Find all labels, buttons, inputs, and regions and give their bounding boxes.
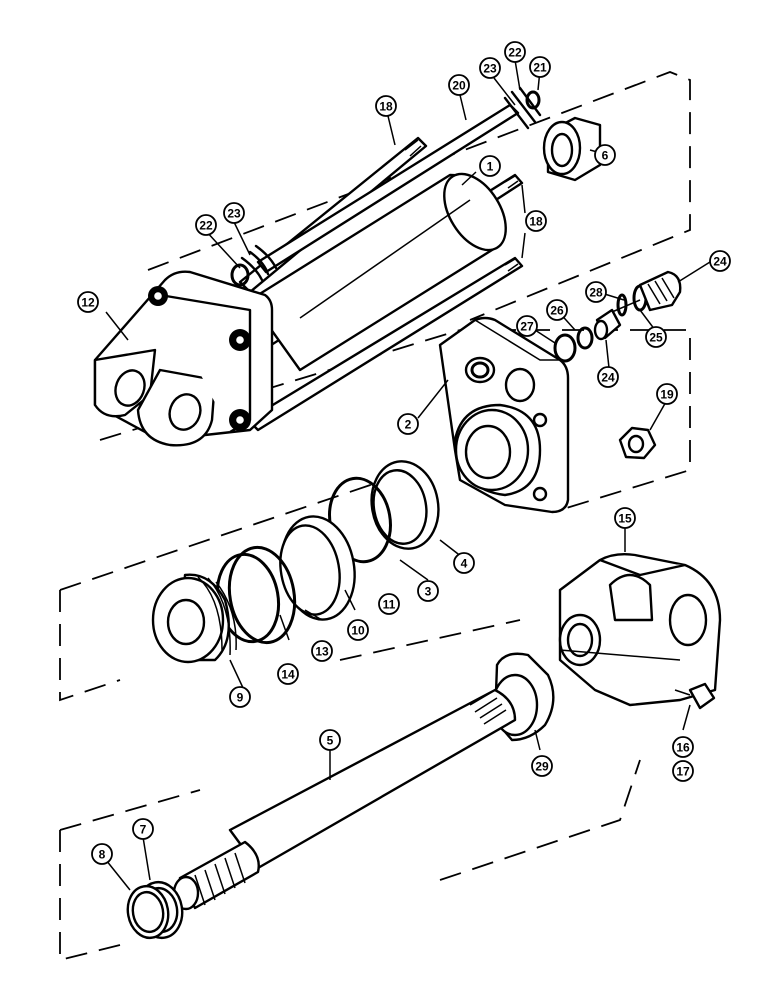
callout-label: 17 (676, 765, 690, 779)
callout-23: 23 (223, 202, 245, 224)
callout-12: 12 (77, 291, 99, 313)
callout-label: 20 (452, 79, 466, 93)
callout-label: 16 (676, 741, 690, 755)
callout-label: 7 (140, 823, 147, 837)
callout-2: 2 (397, 413, 419, 435)
callout-11: 11 (378, 593, 400, 615)
callout-6: 6 (594, 144, 616, 166)
callout-label: 13 (315, 645, 329, 659)
callout-label: 18 (379, 100, 393, 114)
stop-rod (230, 86, 542, 287)
callout-8: 8 (91, 843, 113, 865)
callout-label: 8 (99, 848, 106, 862)
callout-4: 4 (453, 552, 475, 574)
callout-13: 13 (311, 640, 333, 662)
callout-label: 12 (81, 296, 95, 310)
callout-label: 5 (327, 734, 334, 748)
callout-label: 15 (618, 512, 632, 526)
callout-label: 1 (487, 160, 494, 174)
callout-label: 2 (405, 418, 412, 432)
callout-26: 26 (546, 299, 568, 321)
grease-fitting (674, 682, 716, 710)
rear-end-cap (93, 270, 274, 447)
seals (215, 460, 440, 645)
callout-16: 16 (672, 736, 694, 758)
rod-end-eye (558, 552, 722, 707)
callout-18: 18 (525, 210, 547, 232)
callout-label: 6 (602, 149, 609, 163)
callout-label: 29 (535, 760, 549, 774)
piston-rod (172, 688, 517, 911)
callouts: 1234567891011121314151617181819202122222… (77, 41, 731, 865)
callout-7: 7 (132, 818, 154, 840)
callout-label: 21 (533, 61, 547, 75)
valve-parts (553, 270, 682, 363)
callout-label: 11 (383, 598, 396, 612)
callout-label: 25 (649, 331, 663, 345)
callout-29: 29 (531, 755, 553, 777)
callout-label: 28 (589, 286, 603, 300)
callout-label: 22 (199, 219, 213, 233)
callout-19: 19 (656, 383, 678, 405)
nut-6 (542, 116, 602, 182)
callout-18: 18 (375, 95, 397, 117)
callout-1: 1 (479, 155, 501, 177)
callout-label: 24 (601, 371, 615, 385)
callout-label: 18 (529, 215, 543, 229)
callout-20: 20 (448, 74, 470, 96)
callout-24: 24 (597, 366, 619, 388)
nut-19 (618, 426, 657, 460)
callout-label: 26 (550, 304, 564, 318)
callout-label: 3 (425, 585, 432, 599)
callout-label: 27 (520, 320, 534, 334)
cylinder-head (438, 316, 570, 514)
callout-23: 23 (479, 57, 501, 79)
callout-22: 22 (504, 41, 526, 63)
callout-24: 24 (709, 250, 731, 272)
callout-label: 9 (237, 691, 244, 705)
callout-14: 14 (277, 663, 299, 685)
piston (151, 573, 237, 664)
callout-label: 19 (660, 388, 674, 402)
callout-17: 17 (672, 760, 694, 782)
callout-label: 14 (281, 668, 295, 682)
callout-25: 25 (645, 326, 667, 348)
callout-label: 10 (351, 624, 365, 638)
barrel (248, 172, 507, 372)
callout-label: 4 (461, 557, 468, 571)
callout-9: 9 (229, 686, 251, 708)
callout-3: 3 (417, 580, 439, 602)
callout-label: 23 (227, 207, 241, 221)
callout-label: 23 (483, 62, 497, 76)
callout-22: 22 (195, 214, 217, 236)
callout-15: 15 (614, 507, 636, 529)
callout-28: 28 (585, 281, 607, 303)
callout-27: 27 (516, 315, 538, 337)
callout-21: 21 (529, 56, 551, 78)
callout-5: 5 (319, 729, 341, 751)
callout-label: 24 (713, 255, 727, 269)
callout-label: 22 (508, 46, 522, 60)
rod-rings (126, 880, 184, 940)
callout-10: 10 (347, 619, 369, 641)
